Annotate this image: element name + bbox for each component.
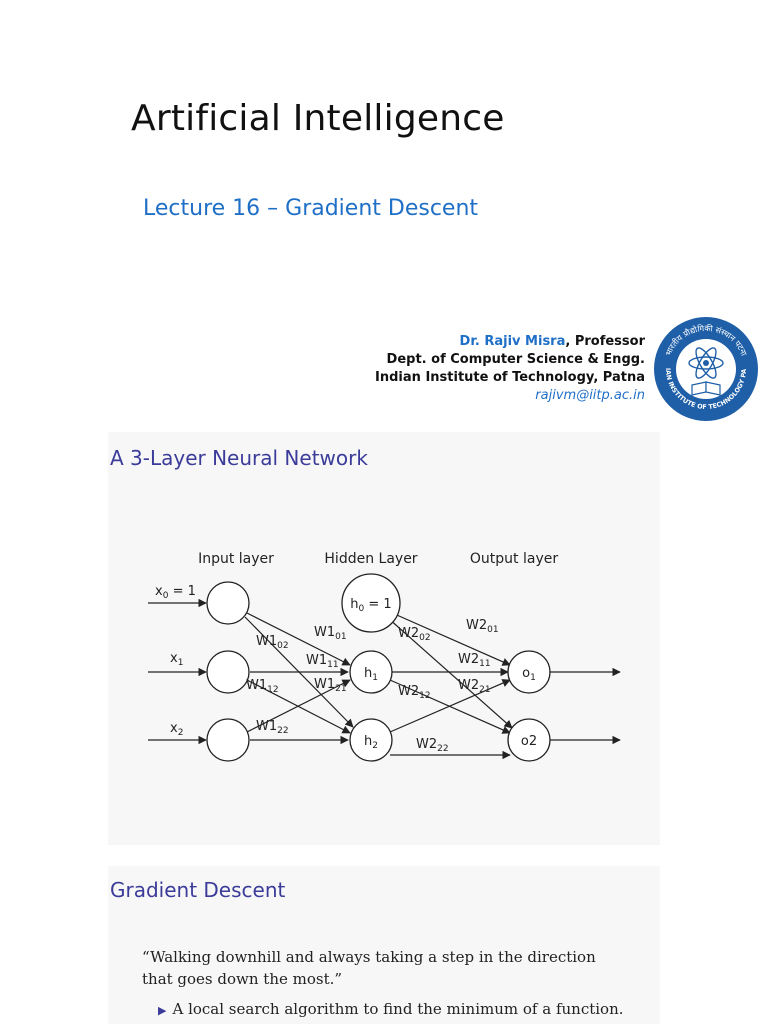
edge-h2-o1	[389, 679, 511, 733]
triangle-right-icon: ▶	[158, 1004, 167, 1017]
lecture-subtitle: Lecture 16 – Gradient Descent	[143, 196, 479, 221]
hidden-label-h0: h0 = 1	[350, 597, 391, 614]
nn-slide-heading: A 3-Layer Neural Network	[110, 446, 368, 470]
gd-bullet-text: A local search algorithm to find the min…	[172, 1000, 624, 1018]
input-node-x2	[206, 718, 250, 762]
input-label-x1: x1	[170, 651, 183, 668]
input-node-x1	[206, 650, 250, 694]
weight-label-w2-02: W202	[398, 626, 431, 643]
output-layer-label: Output layer	[470, 551, 558, 567]
output-label-o2: o2	[521, 734, 537, 749]
author-block: Dr. Rajiv Misra, Professor Dept. of Comp…	[375, 333, 645, 405]
weight-label-w2-22: W222	[416, 737, 449, 754]
hidden-label-h2: h2	[364, 734, 378, 751]
presentation-title: Artificial Intelligence	[131, 98, 505, 139]
weight-label-w1-22: W122	[256, 719, 289, 736]
neural-network-diagram: Input layer Hidden Layer Output layer	[148, 551, 621, 762]
hidden-layer-label: Hidden Layer	[324, 551, 417, 567]
iitp-emblem-icon: भारतीय प्रौद्योगिकी संस्थान पटना INDIAN …	[652, 311, 758, 421]
input-node-x0	[206, 581, 250, 625]
author-institute: Indian Institute of Technology, Patna	[375, 370, 645, 385]
title-slide: Artificial Intelligence Lecture 16 – Gra…	[0, 0, 768, 430]
gd-quote: “Walking downhill and always taking a st…	[142, 948, 596, 988]
weight-label-w2-21: W221	[458, 678, 491, 695]
edge-h0-o1	[389, 611, 511, 666]
author-name: Dr. Rajiv Misra	[459, 334, 566, 349]
gd-slide-heading: Gradient Descent	[110, 878, 286, 902]
edge-x0-h1	[246, 612, 351, 666]
atom-nucleus-icon	[703, 360, 709, 366]
input-label-x2: x2	[170, 721, 183, 738]
author-email: rajivm@iitp.ac.in	[535, 388, 645, 403]
output-node-o1	[507, 650, 551, 694]
weight-label-w1-21: W121	[314, 677, 347, 694]
output-node-o2	[507, 718, 551, 762]
book-icon	[691, 381, 721, 396]
author-role: , Professor	[565, 334, 645, 349]
weight-label-w1-12: W112	[246, 678, 279, 695]
weight-label-w1-02: W102	[256, 634, 289, 651]
weight-label-w2-11: W211	[458, 652, 491, 669]
weight-label-w2-01: W201	[466, 618, 499, 635]
output-label-o1: o1	[522, 666, 536, 683]
hidden-node-h2	[349, 718, 393, 762]
weight-label-w2-12: W212	[398, 684, 431, 701]
atom-icon	[688, 347, 724, 379]
input-label-x0: x0 = 1	[155, 584, 196, 601]
edge-h0-o2	[387, 617, 513, 729]
author-line: Dr. Rajiv Misra, Professor	[375, 333, 645, 351]
weight-label-w1-01: W101	[314, 625, 347, 642]
neural-network-slide: A 3-Layer Neural Network Input layer Hid…	[108, 432, 660, 845]
gradient-descent-slide: Gradient Descent “Walking downhill and a…	[108, 866, 660, 1024]
hidden-label-h1: h1	[364, 666, 378, 683]
weight-label-w1-11: W111	[306, 653, 339, 670]
input-layer-label: Input layer	[198, 551, 274, 567]
gd-bullet-item: ▶ A local search algorithm to find the mi…	[158, 1000, 624, 1018]
edge-x2-h1	[246, 679, 351, 733]
hidden-node-h1	[349, 650, 393, 694]
hidden-node-h0	[341, 573, 401, 633]
author-department: Dept. of Computer Science & Engg.	[386, 352, 645, 367]
